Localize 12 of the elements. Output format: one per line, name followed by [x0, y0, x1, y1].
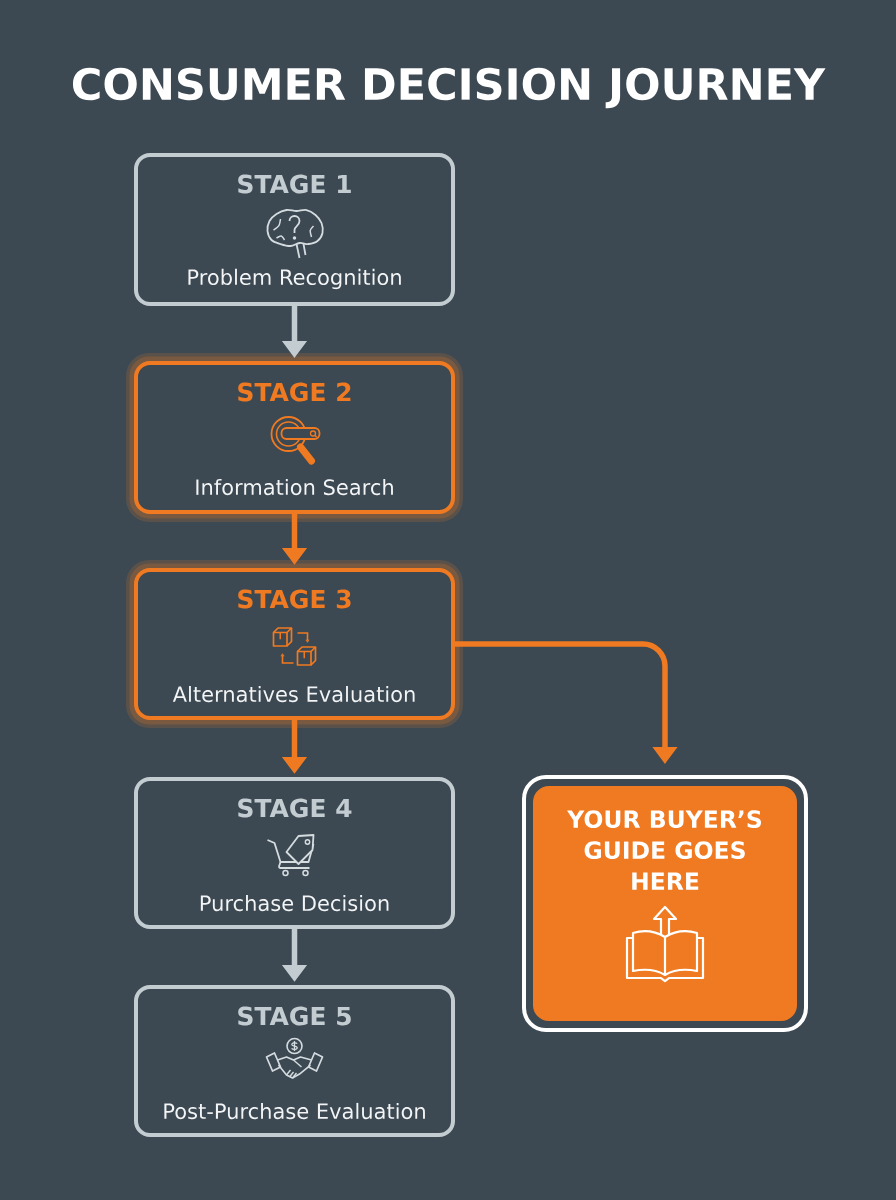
stage-label: Problem Recognition [188, 268, 401, 290]
guide-heading: YOUR BUYER’S GUIDE GOES HERE [567, 810, 761, 890]
stage-label: Information Search [196, 478, 393, 496]
stage-label: Post-Purchase Evaluation [164, 1102, 425, 1120]
stage-heading: STAGE 4 [238, 798, 352, 818]
stage-label: Purchase Decision [200, 894, 389, 912]
stage-heading: STAGE 3 [238, 589, 351, 609]
title: CONSUMER DECISION JOURNEY [72, 67, 826, 109]
stage-heading: STAGE 2 [238, 382, 351, 402]
stage-heading: STAGE 1 [238, 174, 351, 194]
stage-heading: STAGE 5 [238, 1006, 351, 1026]
stage-label: Alternatives Evaluation [172, 685, 415, 703]
